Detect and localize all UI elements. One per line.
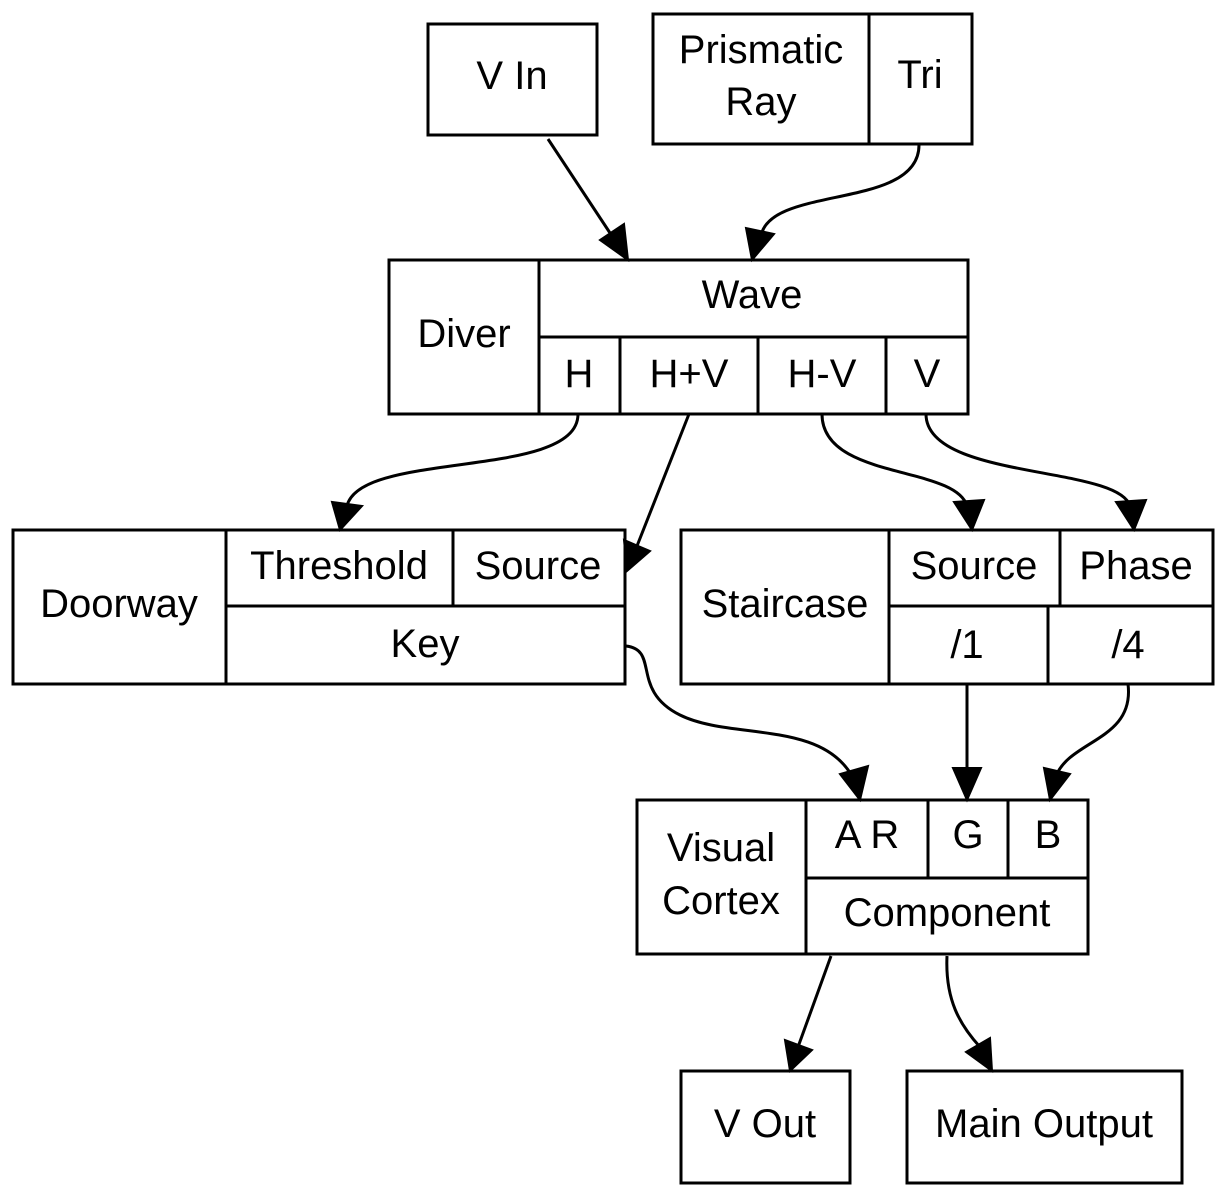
node-doorway[interactable]: Doorway Threshold Source Key — [11, 528, 627, 686]
edge-v-to-phase — [924, 413, 1148, 533]
node-label-line1: Visual — [667, 826, 775, 870]
node-label: V Out — [714, 1102, 816, 1146]
edge-component-to-v-out — [783, 955, 833, 1074]
node-label: Staircase — [702, 582, 869, 626]
port-tri[interactable]: Tri — [897, 53, 942, 97]
port-div-1[interactable]: /1 — [950, 623, 983, 667]
port-source[interactable]: Source — [475, 544, 602, 588]
node-label-line1: Prismatic — [679, 28, 843, 72]
port-component[interactable]: Component — [844, 891, 1051, 935]
node-main-output[interactable]: Main Output — [905, 1069, 1184, 1185]
node-diver[interactable]: Diver Wave H H+V H-V V — [387, 258, 970, 416]
port-threshold[interactable]: Threshold — [250, 544, 428, 588]
port-g[interactable]: G — [952, 813, 983, 857]
port-v[interactable]: V — [914, 352, 941, 396]
node-prismatic-ray[interactable]: Prismatic Ray Tri — [651, 12, 974, 146]
node-v-in[interactable]: V In — [426, 22, 599, 137]
edge-tri-to-wave — [744, 144, 921, 263]
port-source[interactable]: Source — [911, 544, 1038, 588]
edge-h-to-threshold — [330, 413, 580, 532]
node-label-line2: Ray — [725, 80, 796, 124]
node-staircase[interactable]: Staircase Source Phase /1 /4 — [679, 528, 1215, 686]
port-div-4[interactable]: /4 — [1111, 623, 1144, 667]
edge-key-to-ar — [625, 644, 870, 803]
port-b[interactable]: B — [1035, 813, 1062, 857]
node-v-out[interactable]: V Out — [679, 1069, 852, 1185]
edge-div1-to-g — [951, 684, 983, 803]
port-wave[interactable]: Wave — [702, 273, 803, 317]
port-h-minus-v[interactable]: H-V — [788, 352, 857, 396]
node-label: Diver — [417, 312, 510, 356]
edge-v-in-to-wave — [546, 138, 630, 263]
port-h-plus-v[interactable]: H+V — [650, 352, 729, 396]
node-label-line2: Cortex — [662, 879, 780, 923]
node-visual-cortex[interactable]: Visual Cortex A R G B Component — [635, 798, 1090, 956]
edge-component-to-main-output — [945, 955, 994, 1074]
edge-div4-to-b — [1042, 683, 1130, 803]
port-h[interactable]: H — [565, 352, 594, 396]
edge-hpv-to-source — [622, 413, 691, 574]
port-key[interactable]: Key — [391, 622, 460, 666]
node-label: Main Output — [935, 1102, 1153, 1146]
port-a-r[interactable]: A R — [835, 813, 899, 857]
node-label: V In — [476, 54, 547, 98]
node-label: Doorway — [40, 582, 198, 626]
edge-hmv-to-staircase-source — [820, 413, 986, 533]
port-phase[interactable]: Phase — [1079, 544, 1192, 588]
